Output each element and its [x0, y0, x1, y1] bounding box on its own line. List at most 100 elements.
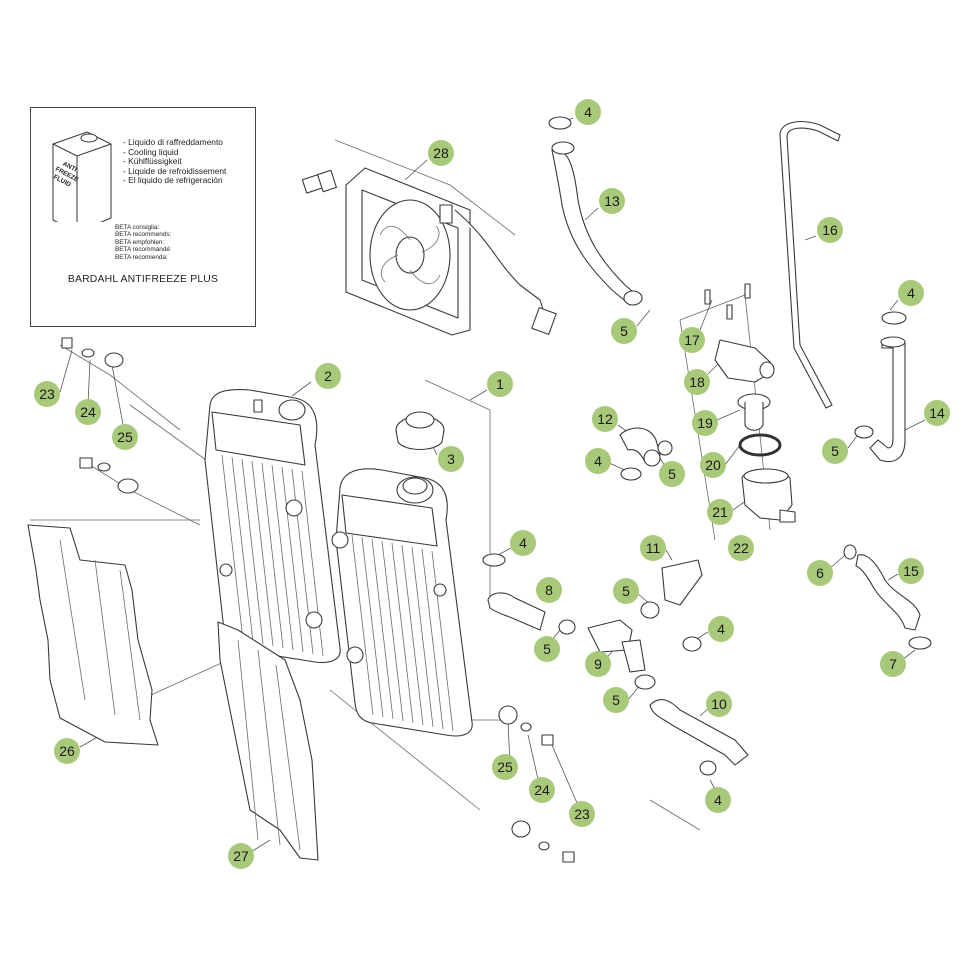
callout-4[interactable]: 4	[708, 616, 734, 642]
callout-25[interactable]: 25	[492, 754, 518, 780]
coolant-name-en: - Cooling liquid	[123, 146, 179, 157]
callout-4-label: 4	[594, 453, 602, 469]
callout-25-label: 25	[497, 759, 513, 775]
callout-5[interactable]: 5	[613, 578, 639, 604]
thermostat[interactable]	[737, 393, 771, 431]
hose-lower-right[interactable]	[843, 544, 932, 650]
callout-6-label: 6	[816, 565, 824, 581]
callout-4-label: 4	[714, 792, 722, 808]
radiator-left[interactable]	[204, 388, 341, 664]
callout-25[interactable]: 25	[112, 424, 138, 450]
callout-1-label: 1	[496, 376, 504, 392]
cooling-fan-assembly[interactable]	[301, 167, 557, 336]
callout-4[interactable]: 4	[575, 99, 601, 125]
callout-21[interactable]: 21	[707, 499, 733, 525]
callout-4[interactable]: 4	[705, 787, 731, 813]
callout-5[interactable]: 5	[822, 438, 848, 464]
callout-11[interactable]: 11	[640, 535, 666, 561]
callout-15[interactable]: 15	[898, 558, 924, 584]
radiator-shroud-left[interactable]	[27, 524, 159, 746]
callout-22-label: 22	[733, 540, 749, 556]
callout-5-label: 5	[622, 583, 630, 599]
callout-14[interactable]: 14	[924, 400, 950, 426]
hose-left-elbow[interactable]	[482, 553, 576, 635]
o-ring[interactable]	[738, 433, 782, 457]
callout-6[interactable]: 6	[807, 560, 833, 586]
callout-5-label: 5	[620, 323, 628, 339]
callout-4-label: 4	[584, 104, 592, 120]
coolant-name-es: - El liquido de refrigeración	[123, 175, 223, 186]
callout-28-label: 28	[433, 145, 449, 161]
callout-20[interactable]: 20	[700, 452, 726, 478]
callout-13[interactable]: 13	[599, 188, 625, 214]
callout-18-label: 18	[689, 374, 705, 390]
beta-recommends-fr: BETA recommandé:	[115, 246, 172, 254]
callout-19[interactable]: 19	[692, 410, 718, 436]
thermostat-housing-upper[interactable]	[704, 283, 775, 383]
callout-23[interactable]: 23	[34, 381, 60, 407]
callout-4[interactable]: 4	[585, 448, 611, 474]
radiator-right[interactable]	[331, 468, 473, 737]
callout-12[interactable]: 12	[592, 406, 618, 432]
beta-recommends-en: BETA recommends:	[115, 231, 172, 239]
callout-27[interactable]: 27	[228, 843, 254, 869]
callout-4-label: 4	[907, 285, 915, 301]
hose-upper[interactable]	[548, 116, 643, 306]
callout-4-label: 4	[717, 621, 725, 637]
coolant-name-de: - Kühlflüssigkeit	[123, 156, 182, 167]
callout-22[interactable]: 22	[728, 535, 754, 561]
callout-18[interactable]: 18	[684, 369, 710, 395]
callout-16-label: 16	[822, 222, 838, 238]
callout-1[interactable]: 1	[487, 371, 513, 397]
radiator-shroud-right[interactable]	[217, 621, 319, 861]
callout-24[interactable]: 24	[529, 777, 555, 803]
callout-2-label: 2	[324, 368, 332, 384]
beta-recommends-list: BETA consiglia: BETA recommends: BETA em…	[115, 224, 172, 261]
callout-9[interactable]: 9	[585, 651, 611, 677]
callout-5[interactable]: 5	[603, 687, 629, 713]
callout-5-label: 5	[831, 443, 839, 459]
mounting-hardware-lower[interactable]	[498, 705, 575, 863]
callout-4-label: 4	[519, 535, 527, 551]
callout-17-label: 17	[684, 332, 700, 348]
callout-10[interactable]: 10	[706, 691, 732, 717]
hose-tee-section[interactable]	[587, 559, 703, 690]
mounting-hardware-upper[interactable]	[61, 337, 139, 494]
beta-recommends-it: BETA consiglia:	[115, 224, 160, 231]
callout-5[interactable]: 5	[659, 461, 685, 487]
radiator-cap[interactable]	[395, 411, 445, 451]
callout-4[interactable]: 4	[510, 530, 536, 556]
callout-4[interactable]: 4	[898, 280, 924, 306]
callout-20-label: 20	[705, 457, 721, 473]
hose-elbow[interactable]	[619, 427, 673, 481]
callout-9-label: 9	[594, 656, 602, 672]
callout-17[interactable]: 17	[679, 327, 705, 353]
hose-right[interactable]	[854, 311, 907, 463]
callout-21-label: 21	[712, 504, 728, 520]
hose-lower[interactable]	[649, 699, 749, 776]
coolant-name-fr: - Liquide de refroidissement	[123, 165, 227, 176]
callout-16[interactable]: 16	[817, 217, 843, 243]
callout-23[interactable]: 23	[569, 801, 595, 827]
coolant-info-box: ANTI FREEZE FLUID - Liquido di raffredda…	[30, 107, 256, 327]
thermostat-housing-lower[interactable]	[741, 468, 796, 523]
callout-8[interactable]: 8	[536, 577, 562, 603]
callout-26[interactable]: 26	[54, 738, 80, 764]
callout-28[interactable]: 28	[428, 140, 454, 166]
callout-19-label: 19	[697, 415, 713, 431]
callout-badges: 28 4 13 16 4 5 17 18 2 1 23 24 25 3 12 1…	[34, 99, 950, 869]
beta-recommends-de: BETA empfohlen:	[115, 238, 165, 246]
callout-5[interactable]: 5	[611, 318, 637, 344]
beta-recommends-es: BETA recomienda:	[115, 253, 168, 261]
callout-27-label: 27	[233, 848, 249, 864]
callout-24-label: 24	[80, 404, 96, 420]
callout-2[interactable]: 2	[315, 363, 341, 389]
overflow-tube[interactable]	[779, 121, 841, 409]
callout-24[interactable]: 24	[75, 399, 101, 425]
callout-24-label: 24	[534, 782, 550, 798]
callout-5[interactable]: 5	[534, 636, 560, 662]
callout-7[interactable]: 7	[880, 651, 906, 677]
recommended-product: BARDAHL ANTIFREEZE PLUS	[67, 274, 219, 285]
callout-3[interactable]: 3	[438, 446, 464, 472]
